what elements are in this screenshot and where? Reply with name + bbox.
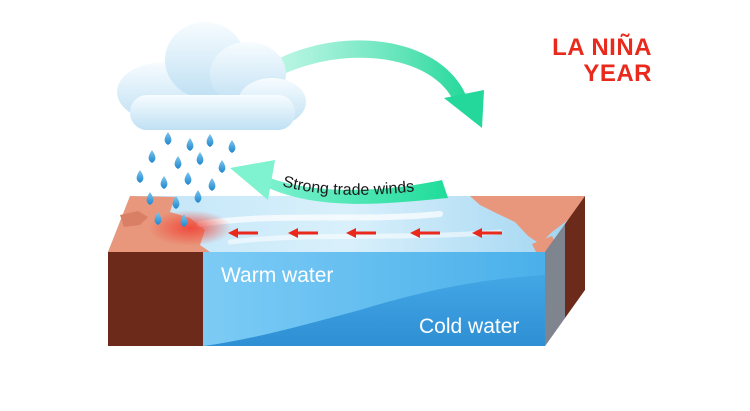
rain-drop <box>206 134 214 147</box>
rain-drop <box>146 192 154 205</box>
block-right-face-sea <box>545 224 565 346</box>
ocean-surface <box>108 196 585 252</box>
rain-drop <box>136 170 144 183</box>
current-arrow-icon <box>472 228 502 238</box>
rain-drop <box>174 156 182 169</box>
rain-drop <box>148 150 156 163</box>
rain-drop <box>186 138 194 151</box>
trade-winds-arrow-head <box>230 160 275 200</box>
rain-drop <box>180 214 188 227</box>
rain-drop <box>184 172 192 185</box>
trade-winds-arrow-body <box>262 175 448 204</box>
cold-water-label: Cold water <box>419 315 520 338</box>
current-arrow-icon <box>288 228 318 238</box>
cloud-icon <box>117 22 306 130</box>
block-front-left-land <box>108 252 203 346</box>
rain-drop <box>196 152 204 165</box>
east-landmass <box>470 196 585 244</box>
rain-drop <box>218 160 226 173</box>
surface-streak <box>227 229 503 245</box>
ocean-current-arrows <box>228 228 502 238</box>
west-island <box>120 211 148 227</box>
diagram-title-line1: LA NIÑA <box>552 34 652 61</box>
rain-drops-icon <box>136 132 236 227</box>
surface-streak <box>197 211 443 227</box>
rain-drop <box>194 190 202 203</box>
rain-drop <box>154 212 162 225</box>
current-arrow-icon <box>410 228 440 238</box>
rain-drop <box>160 176 168 189</box>
circulation-arc-arrow <box>232 40 484 128</box>
circulation-arc-body <box>232 40 468 104</box>
current-arrow-icon <box>346 228 376 238</box>
rain-drop <box>164 132 172 145</box>
warm-water-label: Warm water <box>221 264 334 287</box>
rain-drop <box>172 196 180 209</box>
diagram-title-line2: YEAR <box>583 60 652 87</box>
warm-water-hotspot <box>148 210 232 246</box>
ocean-block <box>108 196 585 346</box>
warm-water-layer <box>203 252 545 346</box>
rain-drop <box>228 140 236 153</box>
circulation-arc-head <box>444 90 484 128</box>
rain-drop <box>208 178 216 191</box>
current-arrow-icon <box>228 228 258 238</box>
